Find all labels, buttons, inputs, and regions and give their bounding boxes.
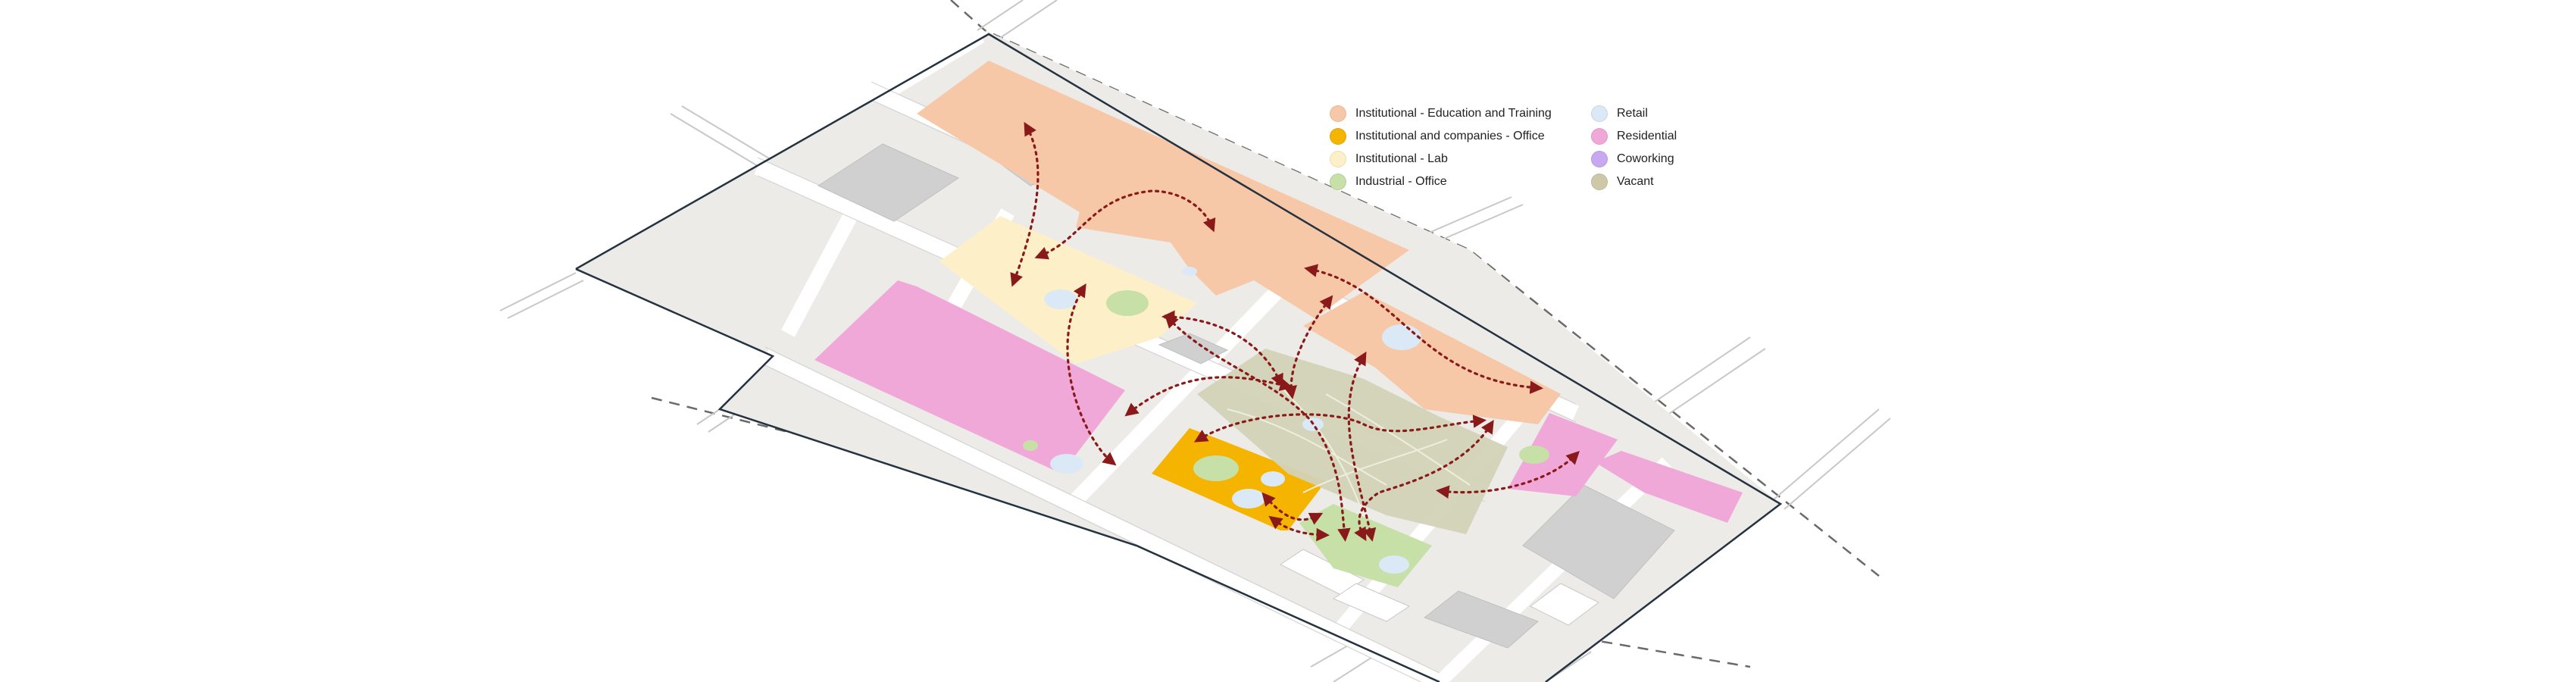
legend-item-coworking: Coworking (1591, 149, 1674, 170)
white-pavilions (1280, 549, 1599, 626)
legend-marker-office (1330, 128, 1346, 145)
flow-arrows (1010, 121, 1580, 543)
land-use-legend: Institutional - Education and Training I… (1330, 103, 1754, 194)
retail-circle-south (1379, 555, 1409, 574)
flow-arrow (1066, 283, 1117, 466)
zone-residential-west (814, 280, 1125, 470)
zone-residential-far-east (1595, 451, 1743, 523)
building-east (1522, 484, 1675, 599)
legend-label: Institutional and companies - Office (1355, 130, 1545, 142)
legend-marker-industrial-office (1330, 174, 1346, 190)
industrial-circle-residential (1023, 440, 1038, 451)
retail-circle-east (1382, 324, 1421, 350)
retail-circle-north (1182, 267, 1197, 276)
flow-arrow (1261, 492, 1324, 525)
flow-arrow (1354, 420, 1494, 542)
legend-item-industrial-office: Industrial - Office (1330, 171, 1447, 192)
flow-arrow (1034, 189, 1216, 260)
legend-label: Coworking (1617, 152, 1674, 165)
legend-marker-vacant (1591, 174, 1608, 190)
legend-label: Industrial - Office (1355, 175, 1447, 188)
legend-label: Institutional - Lab (1355, 152, 1448, 165)
legend-marker-retail (1591, 105, 1608, 122)
retail-circle-office-a (1232, 489, 1265, 508)
legend-label: Residential (1617, 130, 1677, 142)
legend-marker-lab (1330, 151, 1346, 167)
flow-arrow (1010, 121, 1039, 287)
legend-item-vacant: Vacant (1591, 171, 1654, 192)
industrial-circle-lab (1106, 290, 1149, 316)
legend-marker-residential (1591, 128, 1608, 145)
industrial-circle-east (1519, 446, 1549, 464)
flow-arrow (1268, 515, 1330, 542)
zone-lab (939, 216, 1197, 364)
legend-item-office: Institutional and companies - Office (1330, 126, 1545, 147)
flow-arrow (1436, 451, 1580, 499)
legend-item-residential: Residential (1591, 126, 1677, 147)
flow-arrow (1304, 264, 1544, 394)
legend-marker-coworking (1591, 151, 1608, 167)
zone-education-north (917, 61, 1409, 318)
legend-item-education: Institutional - Education and Training (1330, 103, 1552, 124)
legend-label: Institutional - Education and Training (1355, 107, 1552, 120)
legend-item-retail: Retail (1591, 103, 1648, 124)
building-nw (817, 143, 960, 222)
road-h (1434, 457, 1672, 682)
retail-circle-residential (1050, 454, 1083, 474)
legend-marker-education (1330, 105, 1346, 122)
retail-circle-lab (1044, 289, 1077, 309)
road-c (761, 349, 1443, 682)
industrial-circle-office (1193, 455, 1239, 481)
flow-arrow (1165, 314, 1351, 543)
legend-label: Retail (1617, 107, 1648, 120)
legend-label: Vacant (1617, 175, 1654, 188)
legend-item-lab: Institutional - Lab (1330, 149, 1448, 170)
building-south-a (1423, 590, 1539, 649)
retail-circle-office-b (1261, 471, 1285, 486)
